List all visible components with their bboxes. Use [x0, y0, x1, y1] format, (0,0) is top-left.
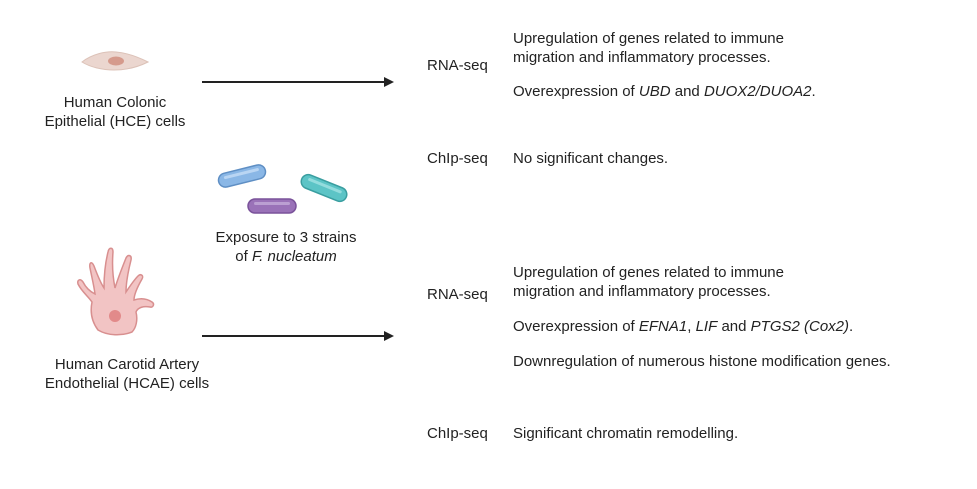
- hcae-chip-seq-result: Significant chromatin remodelling.: [513, 425, 739, 442]
- hce-rna-upregulation-line2: migration and inflammatory processes.: [513, 49, 771, 66]
- exposure-label: Exposure to 3 strains of F. nucleatum: [196, 228, 376, 266]
- bacteria-icon: [217, 164, 348, 214]
- hcae-chip-seq-label: ChIp-seq: [427, 425, 488, 442]
- exposure-line2: of F. nucleatum: [196, 247, 376, 266]
- hce-overexpression-end: .: [811, 83, 816, 100]
- exposure-line2-prefix: of: [235, 248, 252, 265]
- hce-cell-label-line1: Human Colonic: [63, 94, 167, 111]
- hcae-rna-upregulation-line1: Upregulation of genes related to immune: [513, 264, 784, 281]
- hcae-overexpression-sep: ,: [687, 318, 696, 335]
- hce-cell-icon: [81, 51, 150, 71]
- hcae-arrow: [202, 331, 394, 341]
- hce-arrowhead: [384, 77, 394, 87]
- hce-cell-label: Human Colonic Epithelial (HCE) cells: [40, 93, 190, 131]
- hcae-overexpression-end: .: [849, 318, 854, 335]
- hcae-cell-icon: [77, 247, 155, 336]
- hce-cell-nucleus: [108, 56, 124, 66]
- hcae-arrowhead: [384, 331, 394, 341]
- hce-gene-duox2: DUOX2/DUOA2: [703, 83, 812, 100]
- hcae-downregulation-text: Downregulation of numerous histone modif…: [513, 353, 891, 370]
- hcae-gene-lif: LIF: [695, 318, 718, 335]
- hce-chip-seq-result: No significant changes.: [513, 150, 669, 167]
- hcae-cell-body: [77, 247, 155, 336]
- bacterium-teal: [300, 173, 348, 203]
- hce-overexpression-prefix: Overexpression of: [513, 83, 639, 100]
- hcae-rna-upregulation-line2: migration and inflammatory processes.: [513, 283, 771, 300]
- hcae-rna-upregulation-text: Upregulation of genes related to immune …: [513, 263, 784, 301]
- hce-gene-ubd: UBD: [638, 83, 671, 100]
- hcae-overexpression-prefix: Overexpression of: [513, 318, 639, 335]
- hcae-cell-label-line2: Endothelial (HCAE) cells: [44, 375, 210, 392]
- bacterium-purple: [247, 198, 297, 214]
- hcae-cell-label: Human Carotid Artery Endothelial (HCAE) …: [32, 355, 222, 393]
- hce-cell-label-line2: Epithelial (HCE) cells: [44, 113, 186, 130]
- hce-rna-upregulation-line1: Upregulation of genes related to immune: [513, 30, 784, 47]
- hce-rna-seq-label: RNA-seq: [427, 57, 488, 74]
- hcae-overexpression-and: and: [717, 318, 751, 335]
- exposure-species: F. nucleatum: [251, 248, 337, 265]
- hce-chip-seq-label: ChIp-seq: [427, 150, 488, 167]
- hce-rna-upregulation-text: Upregulation of genes related to immune …: [513, 29, 784, 67]
- hcae-cell-nucleus: [109, 310, 121, 322]
- hcae-gene-efna1: EFNA1: [638, 318, 688, 335]
- hce-overexpression-text: Overexpression of UBD and DUOX2/DUOA2.: [513, 82, 816, 101]
- exposure-line1: Exposure to 3 strains: [215, 229, 357, 246]
- hce-arrow: [202, 77, 394, 87]
- hce-overexpression-and: and: [670, 83, 704, 100]
- hcae-rna-seq-label: RNA-seq: [427, 286, 488, 303]
- hcae-overexpression-text: Overexpression of EFNA1, LIF and PTGS2 (…: [513, 317, 853, 336]
- bacterium-blue: [217, 164, 267, 188]
- hcae-cell-label-line1: Human Carotid Artery: [54, 356, 200, 373]
- hcae-gene-ptgs2: PTGS2 (Cox2): [750, 318, 850, 335]
